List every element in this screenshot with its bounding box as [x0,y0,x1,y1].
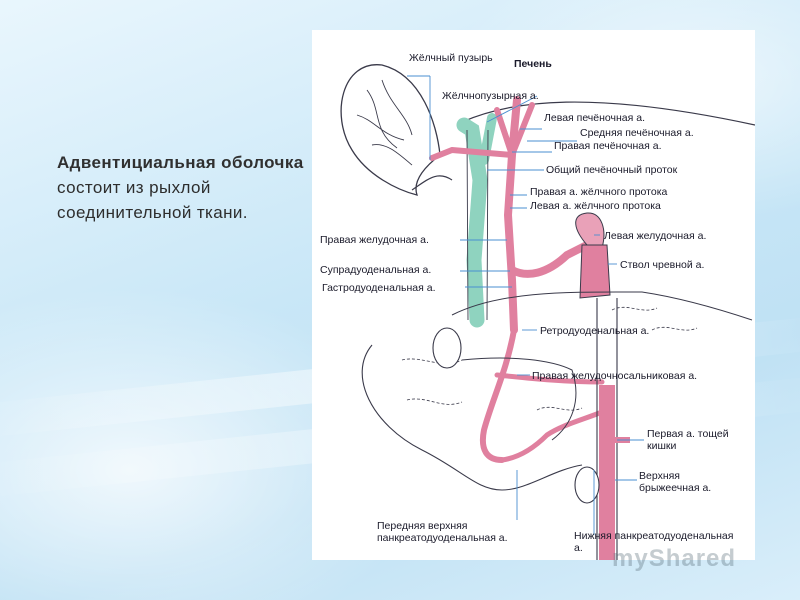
anatomy-diagram: Жёлчный пузырь Печень Жёлчнопузырная а. … [312,30,755,560]
pancreas-lobules [401,306,698,411]
diagram-drawing [340,64,755,560]
caption-text: состоит из рыхлой соединительной ткани. [57,178,248,222]
label-first-jejunal: Первая а. тощей кишки [647,428,729,452]
label-right-gastric: Правая желудочная а. [320,234,429,246]
gallbladder-outline [340,64,441,196]
label-retroduodenal: Ретродуоденальная а. [540,325,650,337]
liver-outline [461,101,755,126]
pancreatic-arcade [499,409,605,463]
aorta [596,298,618,560]
label-inf-pancreaticoduodenal: Нижняя панкреатодуоденальная а. [574,530,734,554]
duodenum-section-upper [432,327,462,369]
duodenum-section-lower [574,466,600,504]
slide-caption: Адвентициальная оболочка состоит из рыхл… [57,150,307,225]
pancreas-outline [451,291,753,441]
watermark: myShared [612,545,737,572]
label-common-hepatic-duct: Общий печёночный проток [546,164,678,176]
gallbladder-vessels [356,79,413,166]
label-right-hepatic: Правая печёночная а. [554,140,662,152]
label-right-gastroepiploic: Правая желудочносальниковая а. [532,370,698,382]
label-cystic-artery: Жёлчнопузырная а. [442,90,539,102]
left-gastric-artery [575,212,605,249]
label-left-bile-duct-artery: Левая а. жёлчного протока [530,200,661,212]
label-celiac-trunk: Ствол чревной а. [620,259,705,271]
label-right-bile-duct-artery: Правая а. жёлчного протока [530,186,668,198]
right-gastroepiploic-artery [494,372,605,385]
label-superior-mesenteric: Верхняя брыжеечная а. [639,470,712,494]
superior-mesenteric-artery [599,385,615,560]
cystic-duct [411,175,453,191]
label-supraduodenal: Супрадуоденальная а. [320,264,432,276]
hepatic-duct [456,117,488,328]
gastroduodenal-artery [480,327,517,463]
label-left-hepatic: Левая печёночная а. [544,112,645,124]
label-gallbladder: Жёлчный пузырь [409,52,493,64]
pointer-lines [407,75,644,535]
label-middle-hepatic: Средняя печёночная а. [580,127,694,139]
label-ant-sup-pancreaticoduodenal: Передняя верхняя панкреатодуоденальная а… [377,520,508,544]
artery-to-celiac [508,241,591,278]
caption-term: Адвентициальная оболочка [57,153,304,172]
label-left-gastric: Левая желудочная а. [604,230,707,242]
common-bile-duct-outline [466,129,489,321]
hepatic-branches [429,102,535,161]
duodenum-outline [361,344,583,491]
label-gastroduodenal: Гастродуоденальная а. [322,282,436,294]
common-hepatic-artery [503,96,521,334]
celiac-trunk [579,244,611,299]
label-liver: Печень [514,58,552,70]
